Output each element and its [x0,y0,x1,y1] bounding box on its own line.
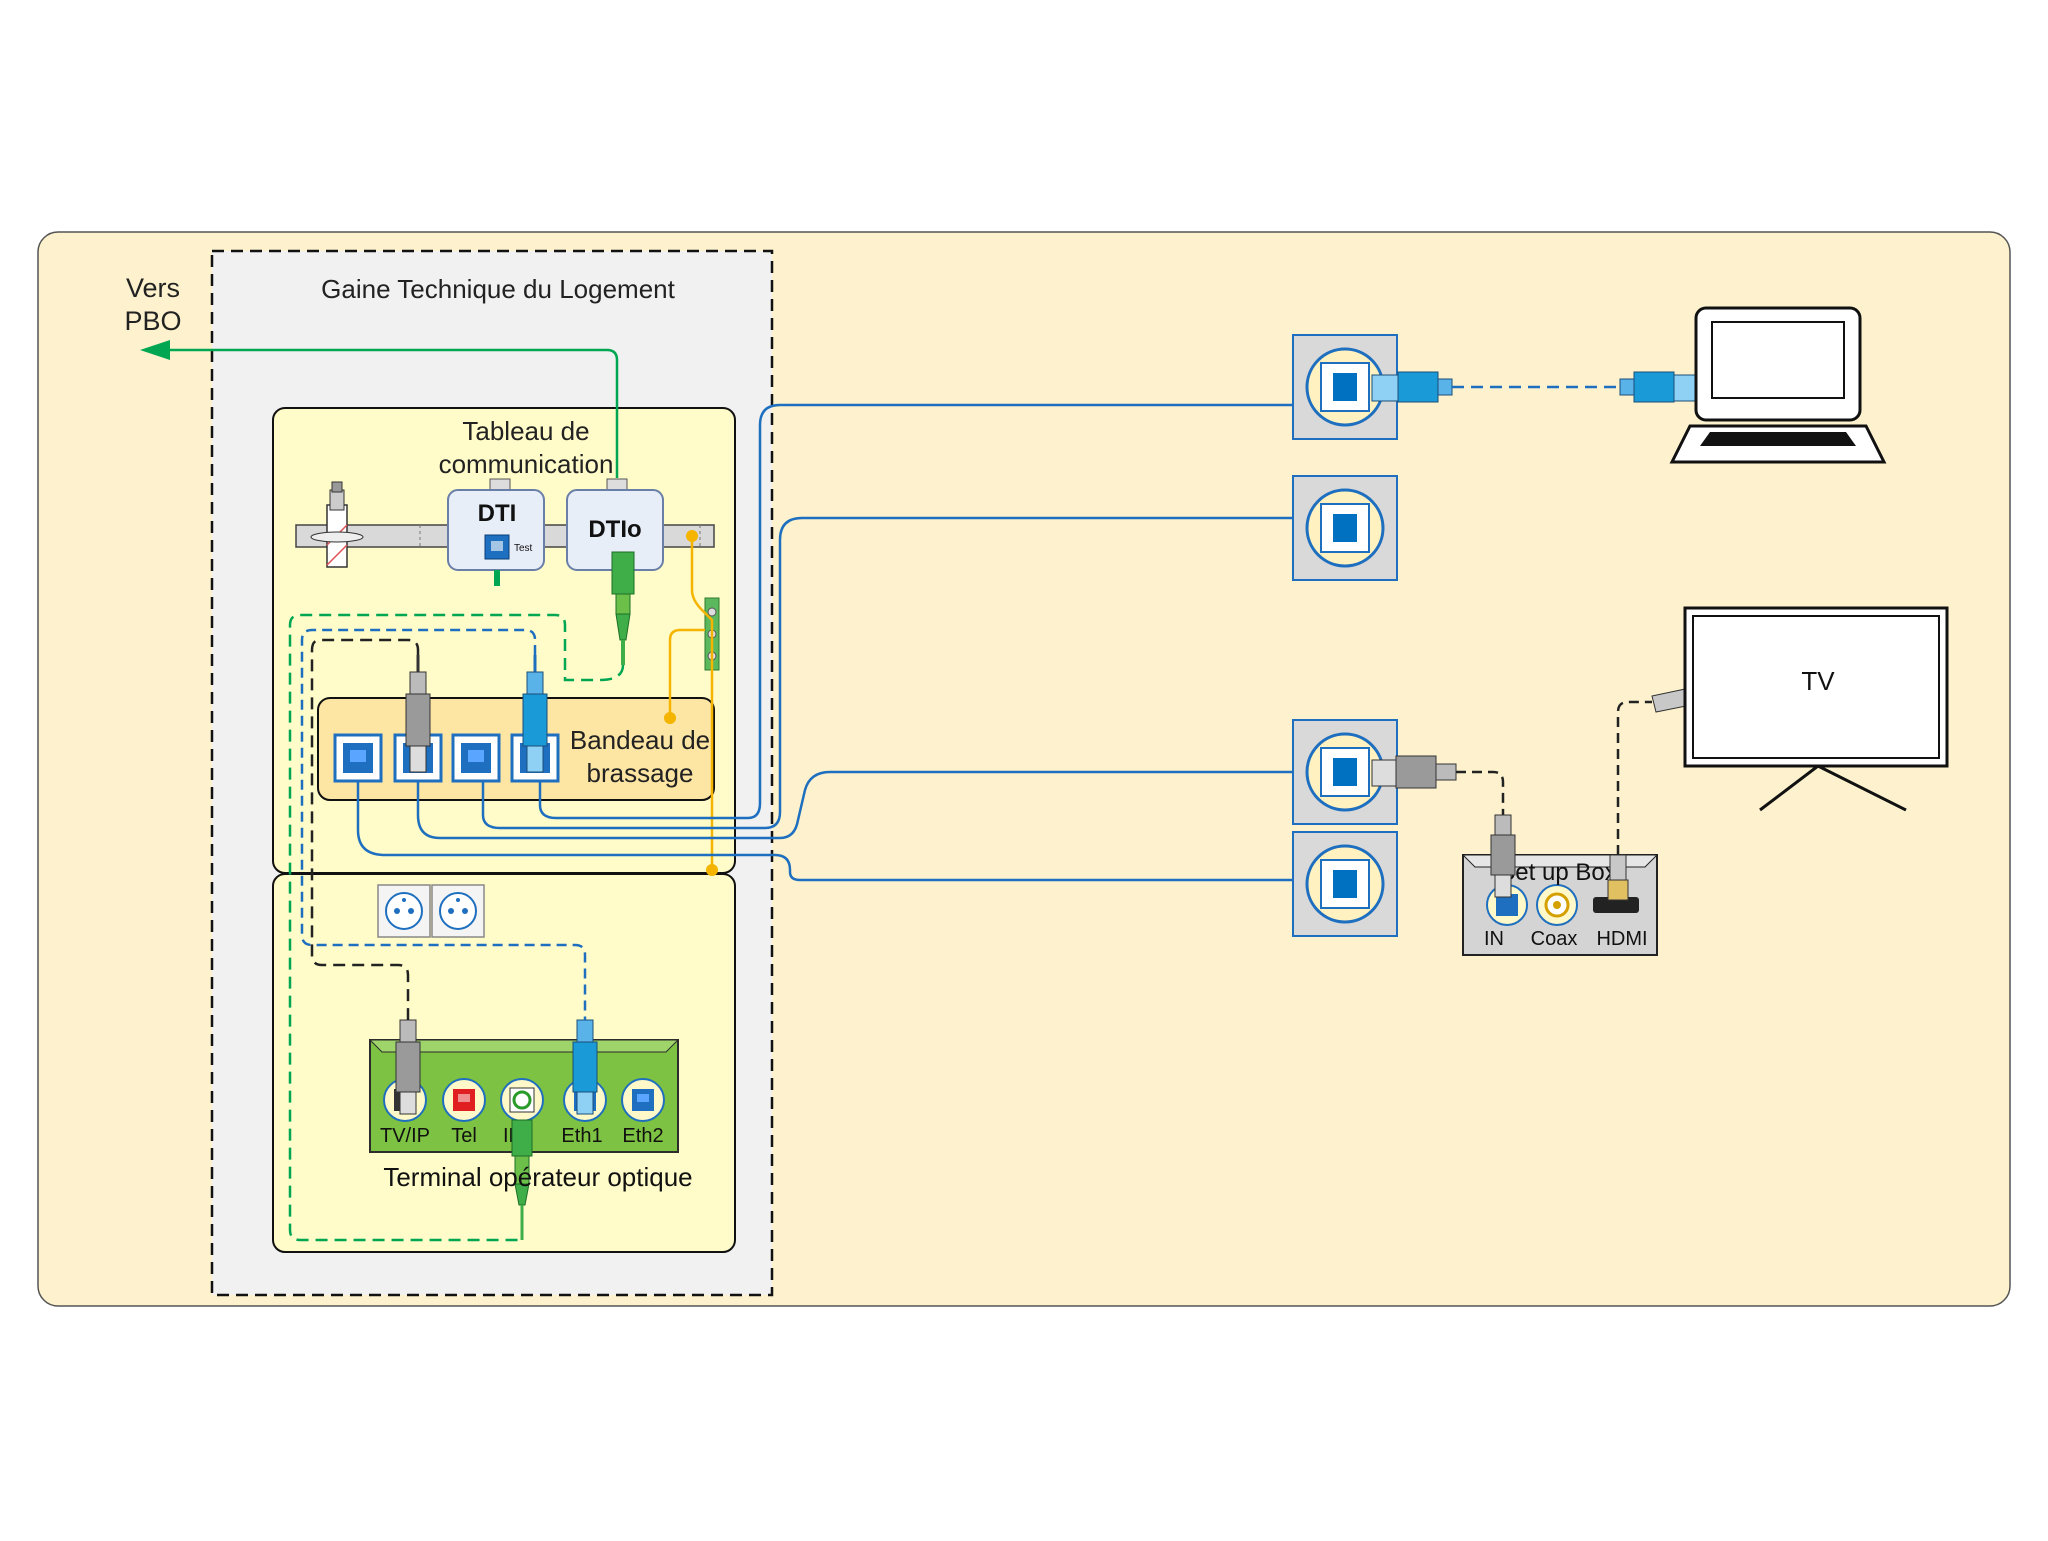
dti-label: DTI [478,500,517,527]
tv-label: TV [1801,666,1835,696]
ont-port-label: Eth2 [622,1125,663,1147]
cable-port1 [356,781,1293,882]
ethernet-plug-icon [1490,814,1516,898]
ethernet-plug-icon [572,1019,598,1115]
cable-stb-in [1456,770,1505,815]
vers-label: Vers [126,273,180,303]
fiber-connector-icon [611,551,635,665]
tv-icon: TV [1683,606,1949,812]
ethernet-plug-icon [1371,755,1457,789]
power-outlet-icon [431,884,485,938]
dtio-module: DTIo [566,478,664,571]
ont-box: TV/IP Tel IN Eth1 Eth2 [368,1039,680,1153]
arrow-left-icon [140,340,170,360]
stb-port-label: IN [1484,928,1504,950]
coax-port-icon [1536,884,1578,926]
patch-port-3 [451,733,501,783]
ont-port-eth2 [621,1078,665,1122]
ont-port-label: Eth1 [561,1125,602,1147]
wall-socket-1 [1292,334,1398,440]
dti-test-label: Test [514,543,533,554]
wall-socket-4 [1292,831,1398,937]
patch-cord-blue [300,628,587,1020]
stb-port-label: HDMI [1596,928,1647,950]
cable-port4 [538,403,1293,820]
power-outlet-icon [377,884,431,938]
pbo-label: PBO [124,306,181,336]
patch-port-1 [333,733,383,783]
ethernet-plug-icon [522,655,548,773]
tableau-label-2: communication [439,449,614,479]
coax-port-icon [500,1078,544,1122]
fiber-patch-cord [288,613,625,1242]
patch-cord-black [310,638,420,1020]
hdmi-plug-icon [1607,854,1629,901]
earth-terminal-icon [310,481,364,568]
cable-port3 [481,516,1293,830]
stb-port-label: Coax [1531,928,1578,950]
ethernet-plug-icon [1619,371,1697,403]
rj45-socket-icon [1320,747,1370,797]
cable-hdmi [1616,700,1652,855]
ont-port-label: TV/IP [380,1125,430,1147]
tableau-label-1: Tableau de [462,416,589,446]
gtl-title: Gaine Technique du Logement [321,274,675,304]
cable-port2 [416,770,1293,840]
ont-port-tel [442,1078,486,1122]
laptop-icon [1669,306,1887,464]
earth-wire [690,536,714,872]
terminal-label: Terminal opérateur optique [383,1162,692,1192]
dti-module: DTI Test [447,478,545,586]
fiber-cable-pbo [152,348,619,478]
dtio-label: DTIo [588,516,641,543]
stb-label: Set up Box [1499,859,1616,886]
ethernet-plug-icon [405,655,431,773]
bandeau-label-2: brassage [587,758,694,788]
bandeau-label-1: Bandeau de [570,725,710,755]
wall-socket-2 [1292,475,1398,581]
fiber-connector-icon [511,1119,533,1240]
ethernet-plug-icon [1371,371,1453,403]
ont-port-label: Tel [451,1125,477,1147]
ethernet-plug-icon [395,1019,421,1115]
